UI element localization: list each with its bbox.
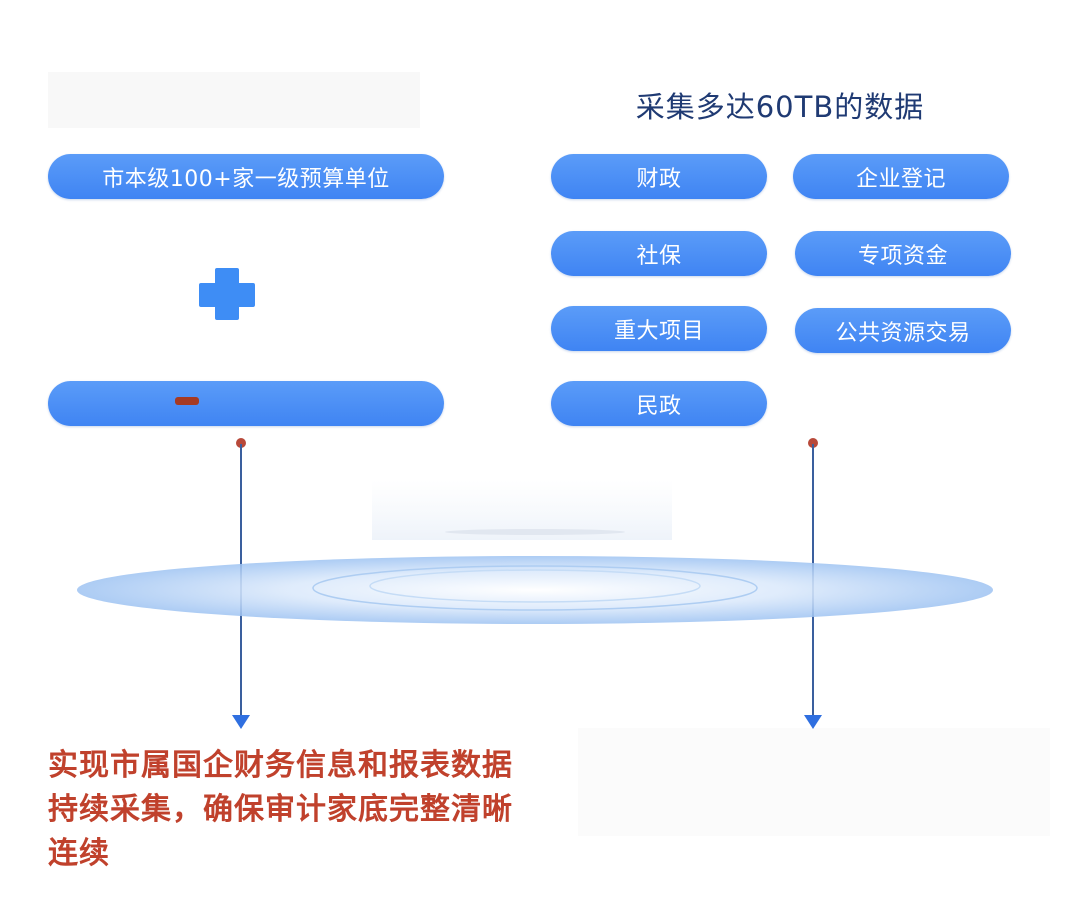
data-platform-disc [77,480,993,624]
page-title: 采集多达60TB的数据 [635,90,925,124]
category-pill: 社保 [551,231,767,276]
caption-line-1: 实现市属国企财务信息和报表数据 [48,748,513,783]
summary-caption: 实现市属国企财务信息和报表数据 持续采集，确保审计家底完整清晰 连续 [48,744,568,876]
category-pill: 公共资源交易 [795,308,1011,353]
category-pill: 重大项目 [551,306,767,351]
category-pill: 财政 [551,154,767,199]
faint-placeholder-bottom-right [578,728,1050,836]
category-pill: 专项资金 [795,231,1011,276]
secondary-source-pill [48,381,444,426]
left-arrow-icon [232,715,250,729]
budget-unit-pill: 市本级100+家一级预算单位 [48,154,444,199]
redaction-mark [175,397,199,405]
left-connector-dot [236,438,246,448]
right-connector-dot [808,438,818,448]
caption-line-2: 持续采集，确保审计家底完整清晰 [48,792,513,827]
caption-line-3: 连续 [48,836,110,871]
category-pill: 民政 [551,381,767,426]
right-arrow-icon [804,715,822,729]
faint-placeholder-top-left [48,72,420,128]
category-pill: 企业登记 [793,154,1009,199]
